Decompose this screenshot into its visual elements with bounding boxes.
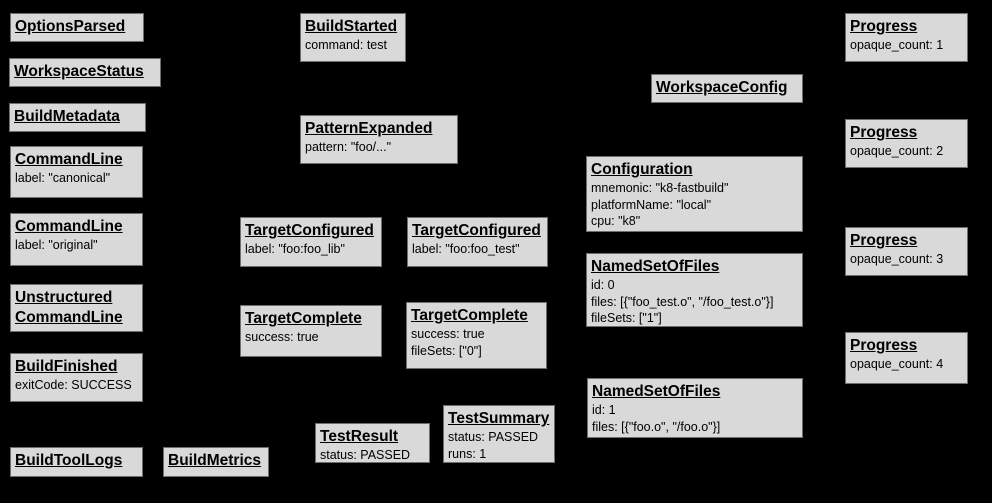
event-node-build-finished: BuildFinished exitCode: SUCCESS [10, 353, 143, 402]
event-node-detail: id: 1 [592, 403, 616, 417]
event-node-named-set-of-files-0: NamedSetOfFiles id: 0 files: [{"foo_test.o… [586, 253, 803, 327]
event-node-title: WorkspaceStatus [14, 63, 144, 80]
event-node-detail: files: [{"foo_test.o", "/foo_test.o"}] [591, 294, 774, 309]
event-node-detail: label: "canonical" [15, 171, 111, 185]
event-node-title: BuildMetrics [168, 452, 262, 469]
event-node-title: TestResult [320, 428, 399, 445]
event-node-progress-1: Progress opaque_count: 1 [845, 13, 968, 62]
event-node-title: WorkspaceConfig [656, 79, 788, 96]
event-node-title: NamedSetOfFiles [592, 383, 721, 400]
event-node-target-configured-lib: TargetConfigured label: "foo:foo_lib" [240, 217, 382, 267]
event-node-configuration: Configuration mnemonic: "k8-fastbuild" pla… [586, 156, 803, 232]
event-node-detail: label: "foo:foo_lib" [245, 242, 345, 256]
event-node-title: TestSummary [448, 410, 550, 427]
event-node-command-line-canonical: CommandLine label: "canonical" [10, 146, 143, 198]
event-node-target-complete-test: TargetComplete success: true fileSets: ["0… [406, 302, 547, 369]
event-node-title: BuildMetadata [14, 108, 120, 125]
event-node-detail: cpu: "k8" [591, 214, 641, 228]
event-node-progress-4: Progress opaque_count: 4 [845, 332, 968, 384]
event-node-title: TargetComplete [411, 307, 528, 324]
event-node-title: BuildStarted [305, 18, 398, 35]
event-node-named-set-of-files-1: NamedSetOfFiles id: 1 files: [{"foo.o", "/… [587, 378, 803, 438]
event-node-progress-2: Progress opaque_count: 2 [845, 119, 968, 168]
event-node-detail: command: test [305, 38, 387, 52]
event-node-build-started: BuildStarted command: test [300, 13, 406, 62]
event-node-detail: files: [{"foo.o", "/foo.o"}] [592, 419, 721, 434]
event-node-detail: label: "original" [15, 238, 98, 252]
event-node-detail: fileSets: ["1"] [591, 311, 662, 325]
event-node-detail: label: "foo:foo_test" [412, 242, 520, 256]
event-node-target-configured-test: TargetConfigured label: "foo:foo_test" [407, 217, 548, 267]
event-node-detail: status: PASSED [320, 448, 411, 462]
event-node-title: OptionsParsed [15, 18, 126, 35]
event-node-detail: opaque_count: 3 [850, 252, 944, 266]
event-node-detail: opaque_count: 2 [850, 144, 944, 158]
event-node-detail: opaque_count: 1 [850, 38, 944, 52]
event-node-title: PatternExpanded [305, 120, 433, 137]
event-node-command-line-original: CommandLine label: "original" [10, 213, 143, 266]
event-node-detail: platformName: "local" [591, 197, 712, 212]
event-node-detail: success: true [245, 330, 319, 344]
event-node-progress-3: Progress opaque_count: 3 [845, 227, 968, 276]
event-node-title: TargetComplete [245, 310, 362, 327]
event-node-detail: id: 0 [591, 278, 615, 292]
event-node-title: Progress [850, 124, 918, 141]
event-node-title: Progress [850, 232, 918, 249]
event-node-detail: status: PASSED [448, 430, 539, 444]
event-node-workspace-status: WorkspaceStatus [9, 58, 161, 87]
event-node-title: NamedSetOfFiles [591, 258, 720, 275]
event-node-title: BuildFinished [15, 358, 118, 375]
event-node-test-summary: TestSummary status: PASSED runs: 1 [443, 405, 555, 463]
event-node-detail: success: true [411, 327, 485, 341]
event-node-pattern-expanded: PatternExpanded pattern: "foo/..." [300, 115, 458, 164]
event-node-title: Progress [850, 337, 918, 354]
event-node-workspace-config: WorkspaceConfig [651, 74, 803, 103]
event-node-title: Progress [850, 18, 918, 35]
event-node-detail: runs: 1 [448, 446, 487, 461]
event-node-build-metrics: BuildMetrics [163, 447, 269, 477]
event-node-detail: pattern: "foo/..." [305, 140, 392, 154]
event-node-target-complete-lib: TargetComplete success: true [240, 305, 382, 357]
event-node-title: Configuration [591, 161, 693, 178]
event-node-title: BuildToolLogs [15, 452, 123, 469]
event-node-detail: mnemonic: "k8-fastbuild" [591, 181, 729, 195]
event-node-test-result: TestResult status: PASSED [315, 423, 430, 463]
event-node-detail: opaque_count: 4 [850, 357, 944, 371]
event-node-title: TargetConfigured [412, 222, 541, 239]
event-node-options-parsed: OptionsParsed [10, 13, 144, 42]
event-node-title: CommandLine [15, 309, 123, 326]
event-node-title: TargetConfigured [245, 222, 374, 239]
event-node-title: CommandLine [15, 151, 123, 168]
event-node-build-metadata: BuildMetadata [9, 103, 146, 132]
event-node-title: Unstructured [15, 289, 113, 306]
event-node-detail: fileSets: ["0"] [411, 343, 482, 358]
event-node-title: CommandLine [15, 218, 123, 235]
event-node-detail: exitCode: SUCCESS [15, 378, 132, 392]
event-node-build-tool-logs: BuildToolLogs [10, 447, 143, 477]
